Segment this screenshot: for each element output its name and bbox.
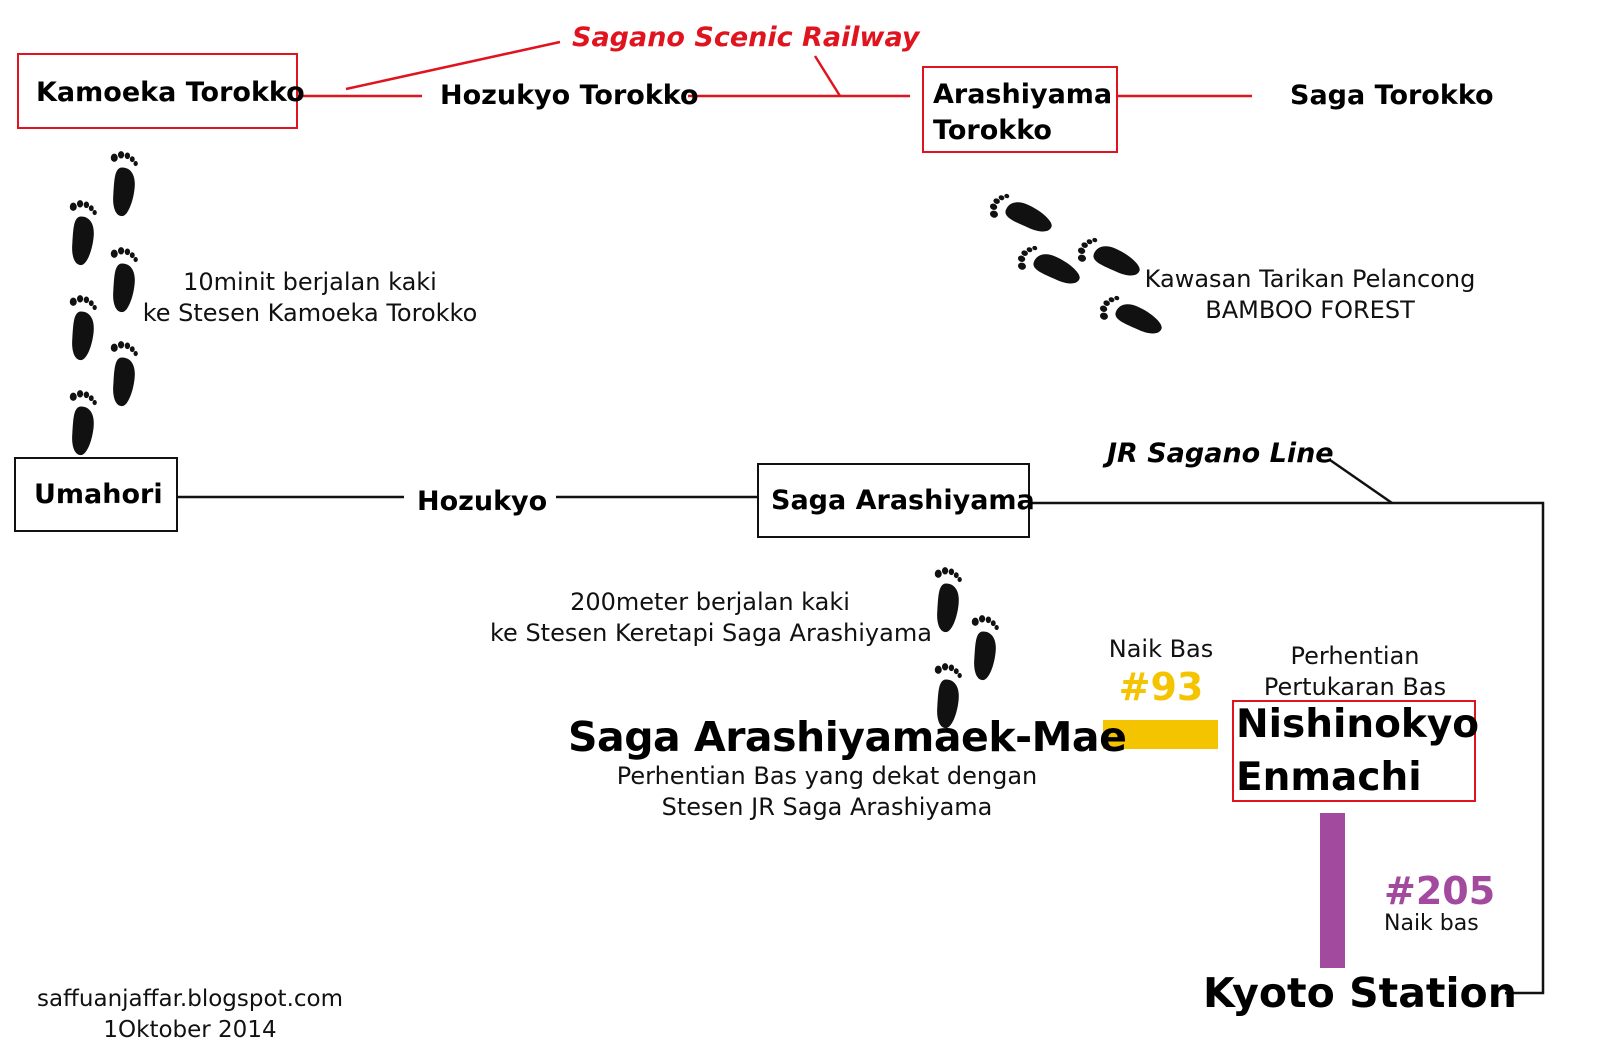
note-line: ke Stesen Kamoeka Torokko	[142, 299, 478, 327]
footprint-icon	[69, 295, 97, 361]
destination-kyoto-station: Kyoto Station	[1203, 969, 1517, 1017]
footprint-icon	[110, 341, 138, 407]
station-arashiyama-torokko: Arashiyama Torokko	[922, 66, 1118, 153]
walk-saga-note: 200meter berjalan kaki ke Stesen Keretap…	[490, 587, 932, 649]
footprint-icon	[934, 567, 962, 633]
station-label: Saga Arashiyama	[771, 485, 1035, 516]
route-93-label: Naik Bas	[1108, 635, 1214, 663]
note-line: BAMBOO FOREST	[1205, 296, 1415, 324]
transfer-label: Perhentian Pertukaran Bas	[1245, 641, 1465, 703]
credit: saffuanjaffar.blogspot.com 1Oktober 2014	[20, 984, 360, 1046]
footprint-icon	[971, 615, 999, 681]
footprint-icon	[934, 663, 962, 729]
rail-title-leader	[345, 40, 561, 91]
transfer-stop-nishinokyo-enmachi: Nishinokyo Enmachi	[1232, 700, 1480, 802]
note-line: Perhentian Bas yang dekat dengan	[616, 762, 1038, 790]
bus-stop-name: Saga Arashiyamaek-Mae	[568, 713, 1127, 761]
station-saga-torokko: Saga Torokko	[1290, 80, 1494, 111]
note-line: Pertukaran Bas	[1263, 673, 1447, 701]
walk-kameoka-note: 10minit berjalan kaki ke Stesen Kamoeka …	[140, 267, 480, 329]
station-label-line2: Torokko	[933, 115, 1052, 146]
footprint-icon	[69, 390, 97, 456]
route-205-number: #205	[1384, 869, 1496, 913]
route-93-bar	[1103, 720, 1218, 749]
rail-title-leader	[813, 55, 842, 97]
station-kameoka-torokko: Kamoeka Torokko	[17, 53, 305, 129]
credit-date: 1Oktober 2014	[103, 1017, 277, 1043]
note-line: Stesen JR Saga Arashiyama	[661, 793, 993, 821]
jr-line-to-kyoto	[1030, 501, 1545, 995]
station-label: Kamoeka Torokko	[36, 77, 305, 108]
note-line: Perhentian	[1290, 642, 1420, 670]
footprint-icon	[110, 151, 138, 217]
station-label-line1: Arashiyama	[933, 79, 1113, 110]
footprint-icon	[110, 247, 138, 313]
note-line: Kawasan Tarikan Pelancong	[1144, 265, 1476, 293]
note-line: 10minit berjalan kaki	[183, 268, 437, 296]
station-umahori: Umahori	[14, 457, 178, 532]
note-line: 200meter berjalan kaki	[570, 588, 850, 616]
station-label: Umahori	[34, 479, 163, 510]
footprint-icon	[69, 200, 97, 266]
bamboo-forest-note: Kawasan Tarikan Pelancong BAMBOO FOREST	[1140, 264, 1480, 326]
jr-title-leader	[1329, 458, 1393, 505]
station-saga-arashiyama: Saga Arashiyama	[757, 463, 1035, 538]
route-205-bar	[1320, 813, 1345, 968]
station-hozukyo: Hozukyo	[417, 486, 548, 517]
transfer-name-line2: Enmachi	[1236, 755, 1422, 800]
station-hozukyo-torokko: Hozukyo Torokko	[440, 80, 699, 111]
route-205-label: Naik bas	[1384, 911, 1479, 936]
note-line: ke Stesen Keretapi Saga Arashiyama	[490, 619, 932, 647]
bus-stop-description: Perhentian Bas yang dekat dengan Stesen …	[612, 761, 1042, 823]
transfer-name-line1: Nishinokyo	[1236, 702, 1480, 747]
route-93-number: #93	[1118, 665, 1204, 709]
jr-title: JR Sagano Line	[1107, 438, 1334, 469]
credit-site: saffuanjaffar.blogspot.com	[36, 986, 344, 1012]
rail-title: Sagano Scenic Railway	[572, 22, 920, 53]
